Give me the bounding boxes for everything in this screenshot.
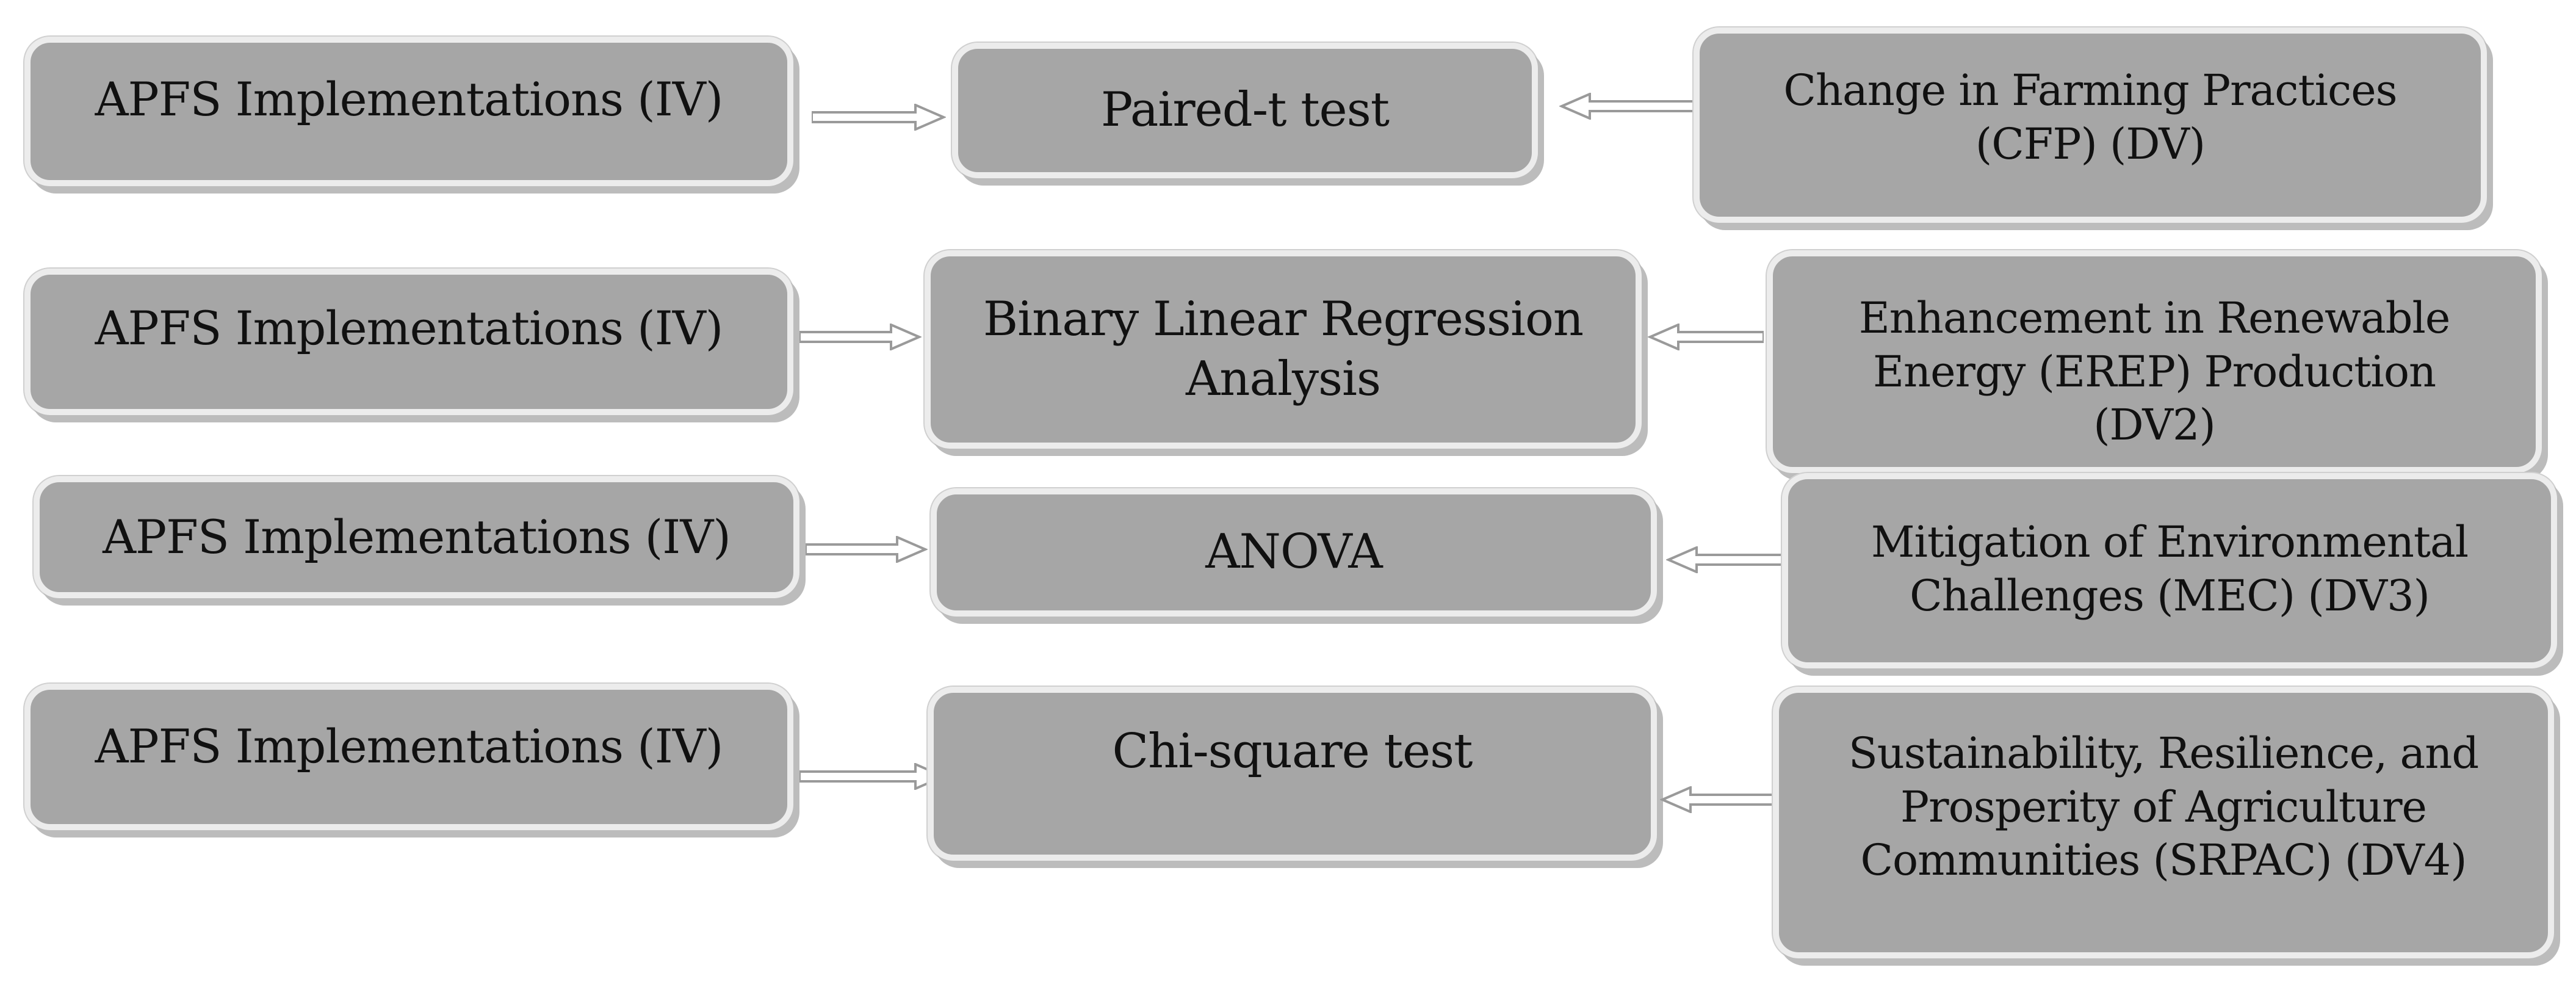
arrow-left-1 [1559, 93, 1694, 120]
arrow-right-1 [812, 104, 946, 131]
test-box-4: Chi-square test [928, 687, 1657, 861]
arrow-right-3 [806, 536, 928, 563]
test-label-1: Paired-t test [1100, 82, 1390, 138]
dv-label-3: Mitigation of Environmental Challenges (… [1871, 517, 2469, 621]
test-box-1: Paired-t test [952, 43, 1538, 178]
dv-label-2: Enhancement in Renewable Energy (EREP) P… [1858, 293, 2451, 450]
dv-label-4: Sustainability, Resilience, and Prosperi… [1848, 728, 2479, 885]
arrow-left-3 [1666, 546, 1782, 573]
iv-label-2: APFS Implementations (IV) [95, 301, 724, 355]
iv-box-1: APFS Implementations (IV) [24, 37, 793, 186]
iv-box-4: APFS Implementations (IV) [24, 684, 793, 830]
test-label-4: Chi-square test [1112, 724, 1473, 779]
arrow-right-4 [799, 763, 946, 790]
test-label-3: ANOVA [1205, 524, 1383, 580]
test-box-2: Binary Linear Regression Analysis [925, 250, 1642, 449]
iv-label-4: APFS Implementations (IV) [95, 719, 724, 773]
arrow-left-4 [1660, 786, 1776, 813]
arrow-right-2 [799, 324, 922, 350]
iv-box-2: APFS Implementations (IV) [24, 269, 793, 415]
dv-box-4: Sustainability, Resilience, and Prosperi… [1773, 687, 2554, 958]
dv-box-3: Mitigation of Environmental Challenges (… [1782, 473, 2557, 668]
test-label-2: Binary Linear Regression Analysis [983, 292, 1584, 407]
iv-label-1: APFS Implementations (IV) [95, 72, 724, 126]
dv-box-2: Enhancement in Renewable Energy (EREP) P… [1767, 250, 2542, 473]
iv-box-3: APFS Implementations (IV) [34, 476, 799, 598]
dv-box-1: Change in Farming Practices (CFP) (DV) [1694, 27, 2487, 223]
test-box-3: ANOVA [931, 488, 1657, 617]
dv-label-1: Change in Farming Practices (CFP) (DV) [1783, 65, 2397, 169]
iv-label-3: APFS Implementations (IV) [103, 510, 731, 564]
arrow-left-2 [1648, 324, 1764, 350]
